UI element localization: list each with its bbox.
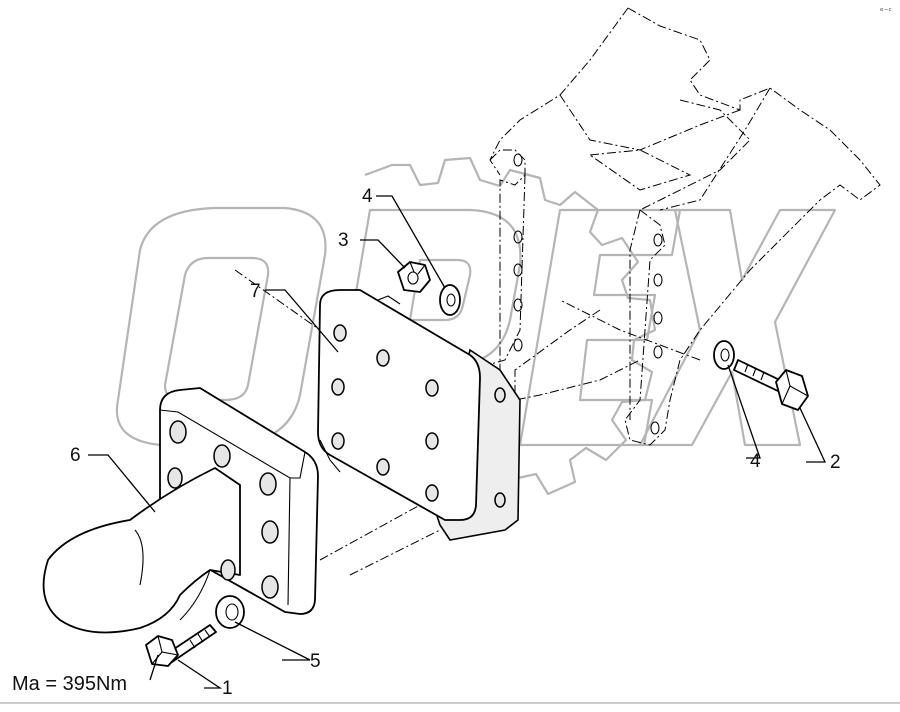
- coupling-hole: [259, 472, 277, 496]
- towball-coupling: [42, 387, 319, 634]
- frame-hole: [653, 233, 663, 247]
- callout-6: 6: [70, 445, 81, 466]
- coupling-hole: [261, 520, 279, 544]
- callout-1: 1: [222, 678, 233, 699]
- nut-top: [397, 261, 431, 293]
- coupling-hole: [169, 420, 187, 444]
- plate-side-hole: [494, 492, 506, 508]
- spring-washer: [215, 595, 245, 629]
- washer-top: [439, 284, 461, 316]
- callout-4-right: 4: [750, 451, 761, 472]
- plate-hole: [331, 432, 345, 450]
- bolt-front: [145, 624, 217, 667]
- frame-hole: [513, 298, 523, 312]
- coupling-hole: [261, 575, 279, 599]
- tractor-frame: [234, 7, 881, 576]
- coupling-hole: [213, 444, 231, 468]
- plate-hole: [425, 484, 439, 502]
- plate-side-hole: [494, 387, 506, 403]
- frame-hole: [513, 263, 523, 277]
- spacer-plate: [317, 289, 521, 541]
- watermark-letter-x: [638, 208, 837, 447]
- corner-mark: ᵉ⁻ᶜ: [880, 7, 892, 17]
- coupling-hole: [220, 559, 236, 581]
- frame-hole: [650, 421, 660, 435]
- frame-hole: [653, 345, 663, 359]
- torque-note: Ma = 395Nm: [12, 673, 127, 695]
- frame-hole: [513, 153, 523, 167]
- callout-2: 2: [830, 452, 841, 473]
- callout-7: 7: [250, 281, 261, 302]
- frame-hole: [513, 338, 523, 352]
- plate-hole: [425, 432, 439, 450]
- frame-hole: [653, 311, 663, 325]
- bolt-right: [733, 359, 809, 411]
- plate-hole: [376, 458, 390, 476]
- plate-hole: [376, 349, 390, 367]
- leader-lines: [88, 195, 827, 689]
- washer-right: [713, 340, 735, 370]
- frame-hole: [653, 273, 663, 287]
- callout-4-top: 4: [362, 186, 373, 207]
- plate-hole: [333, 324, 347, 342]
- callout-5: 5: [310, 651, 321, 672]
- coupling-hole: [167, 467, 183, 489]
- plate-hole: [425, 379, 439, 397]
- callout-3: 3: [338, 230, 349, 251]
- plate-hole: [331, 378, 345, 396]
- frame-hole: [513, 230, 523, 244]
